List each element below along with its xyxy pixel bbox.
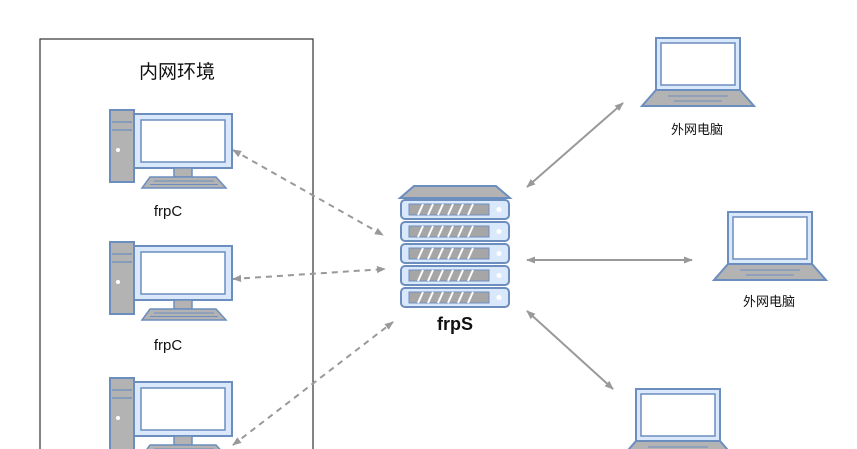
desktop-computer-icon xyxy=(109,377,233,449)
desktop-computer-icon xyxy=(109,241,233,321)
laptop-icon xyxy=(641,37,755,107)
client-label-1: frpC xyxy=(153,203,183,220)
tunnel-connector-1 xyxy=(232,149,384,236)
desktop-computer-icon xyxy=(109,109,233,189)
laptop-icon xyxy=(713,211,827,281)
peer-connector-3 xyxy=(526,310,614,390)
tunnel-connector-2 xyxy=(232,265,386,283)
laptop-icon xyxy=(621,388,735,449)
peer-connector-1 xyxy=(526,102,624,188)
lan-title: 内网环境 xyxy=(138,61,216,83)
server-label: frpS xyxy=(437,314,473,334)
peer-label-1: 外网电脑 xyxy=(670,123,724,138)
tunnel-connector-3 xyxy=(232,321,394,446)
client-label-2: frpC xyxy=(153,337,183,354)
peer-label-2: 外网电脑 xyxy=(742,295,796,310)
rack-server-icon xyxy=(397,185,513,308)
lan-boundary xyxy=(39,38,314,449)
